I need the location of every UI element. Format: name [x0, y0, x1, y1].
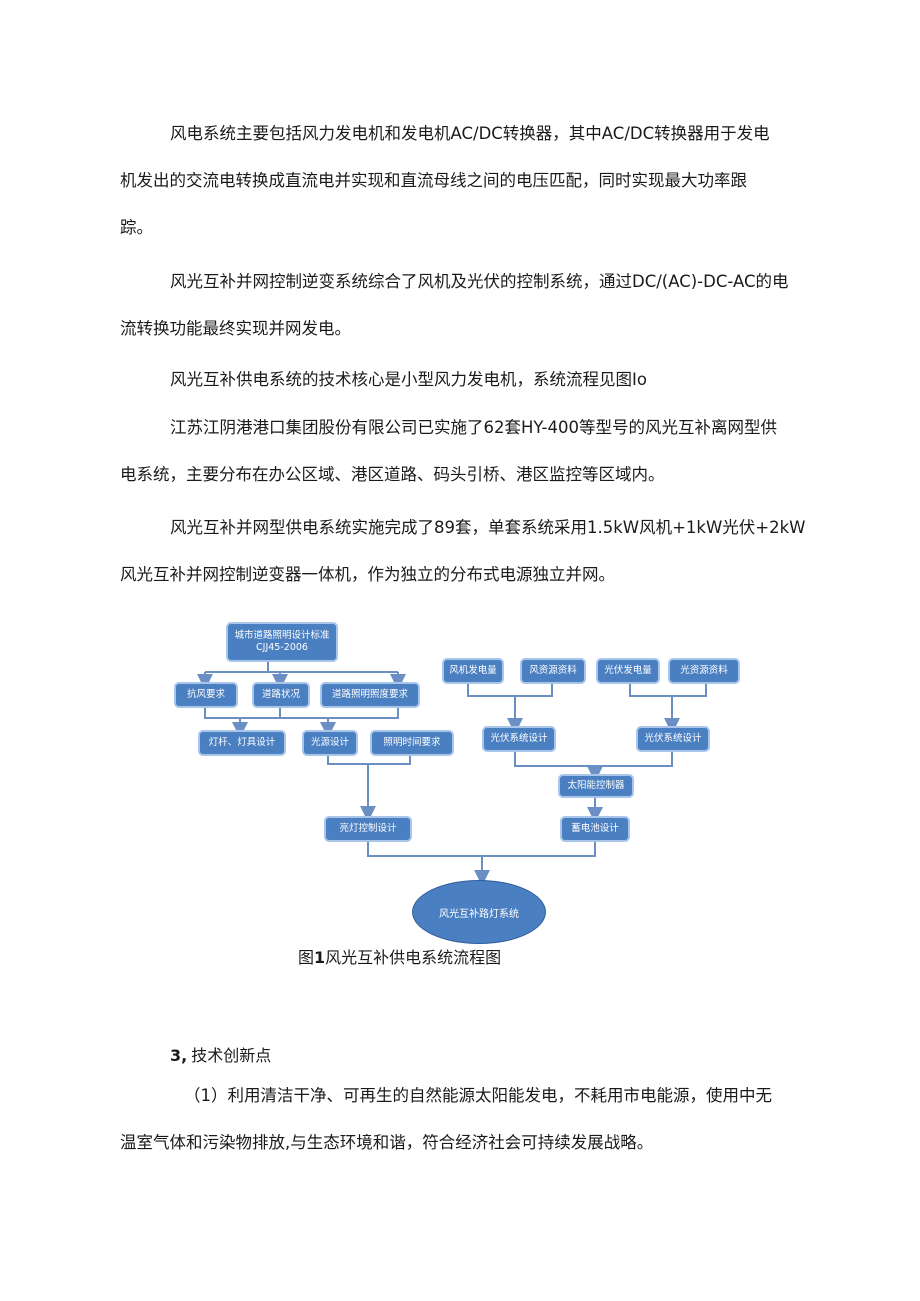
box-pv-system-design-right: 光伏系统设计 [636, 726, 710, 752]
text-line: 风光互补并网型供电系统实施完成了89套，单套系统采用1.5kW风机+1kW光伏+… [170, 518, 806, 537]
box-lighting-standard: 城市道路照明设计标准CJJ45-2006 [226, 622, 338, 662]
box-illumination-requirement: 道路照明照度要求 [320, 682, 420, 708]
paragraph-grid-inverter: 风光互补并网控制逆变系统综合了风机及光伏的控制系统，通过DC/(AC)-DC-A… [120, 258, 790, 352]
box-wind-power: 风机发电量 [442, 658, 504, 684]
text-line: 流转换功能最终实现并网发电。 [120, 319, 351, 338]
connector [514, 752, 673, 767]
paragraph-tech-core: 风光互补供电系统的技术核心是小型风力发电机，系统流程见图Io [170, 356, 790, 403]
section-title: 技术创新点 [191, 1046, 272, 1065]
text-line: 风光互补并网控制逆变器一体机，作为独立的分布式电源独立并网。 [120, 565, 615, 584]
text-line: （1）利用清洁干净、可再生的自然能源太阳能发电，不耗用市电能源，使用中无 [184, 1086, 772, 1105]
paragraph-wind-system: 风电系统主要包括风力发电机和发电机AC/DC转换器，其中AC/DC转换器用于发电… [120, 110, 790, 251]
text-line: 江苏江阴港港口集团股份有限公司已实施了62套HY-400等型号的风光互补离网型供 [170, 418, 777, 437]
text-line: 风电系统主要包括风力发电机和发电机AC/DC转换器，其中AC/DC转换器用于发电 [170, 124, 770, 143]
text-line: 风光互补供电系统的技术核心是小型风力发电机，系统流程见图Io [170, 370, 647, 389]
text-line: 机发出的交流电转换成直流电并实现和直流母线之间的电压匹配，同时实现最大功率跟 [120, 171, 747, 190]
figure-caption: 图1风光互补供电系统流程图 [298, 944, 501, 968]
flowchart-connectors [197, 662, 707, 886]
caption-text: 风光互补供电系统流程图 [325, 948, 502, 967]
paragraph-jiangyin-port: 江苏江阴港港口集团股份有限公司已实施了62套HY-400等型号的风光互补离网型供… [120, 404, 790, 498]
box-wind-requirement: 抗风要求 [174, 682, 238, 708]
box-wind-resource-data: 风资源资料 [520, 658, 586, 684]
caption-number: 1 [314, 948, 326, 967]
box-pv-power: 光伏发电量 [596, 658, 660, 684]
box-pv-system-design-left: 光伏系统设计 [482, 726, 556, 752]
connector [280, 708, 399, 719]
box-battery-design: 蓄电池设计 [560, 816, 630, 842]
connector [204, 708, 281, 719]
section-number: 3, [170, 1046, 188, 1065]
text-line: 踪。 [120, 218, 153, 237]
connector [629, 684, 707, 697]
box-solar-controller: 太阳能控制器 [558, 774, 634, 798]
connector [367, 842, 596, 857]
paragraph-innovation-1: （1）利用清洁干净、可再生的自然能源太阳能发电，不耗用市电能源，使用中无 温室气… [120, 1072, 790, 1166]
text-line: 风光互补并网控制逆变系统综合了风机及光伏的控制系统，通过DC/(AC)-DC-A… [170, 272, 789, 291]
connector [327, 756, 411, 765]
oval-hybrid-street-light-system: 风光互补路灯系统 [412, 880, 546, 944]
paragraph-grid-systems: 风光互补并网型供电系统实施完成了89套，单套系统采用1.5kW风机+1kW光伏+… [120, 504, 806, 598]
flowchart-figure: 城市道路照明设计标准CJJ45-2006 抗风要求 道路状况 道路照明照度要求 … [170, 612, 760, 962]
connector [467, 684, 553, 697]
box-lamp-control-design: 亮灯控制设计 [324, 816, 412, 842]
box-pole-fixture-design: 灯杆、灯具设计 [198, 730, 286, 756]
box-light-source-design: 光源设计 [302, 730, 358, 756]
caption-prefix: 图 [298, 948, 315, 967]
box-road-condition: 道路状况 [252, 682, 310, 708]
section-heading: 3,技术创新点 [170, 1042, 271, 1066]
text-line: 电系统，主要分布在办公区域、港区道路、码头引桥、港区监控等区域内。 [120, 465, 665, 484]
box-light-resource-data: 光资源资料 [668, 658, 740, 684]
box-lighting-time-requirement: 照明时间要求 [370, 730, 454, 756]
text-line: 温室气体和污染物排放,与生态环境和谐，符合经济社会可持续发展战略。 [120, 1133, 654, 1152]
